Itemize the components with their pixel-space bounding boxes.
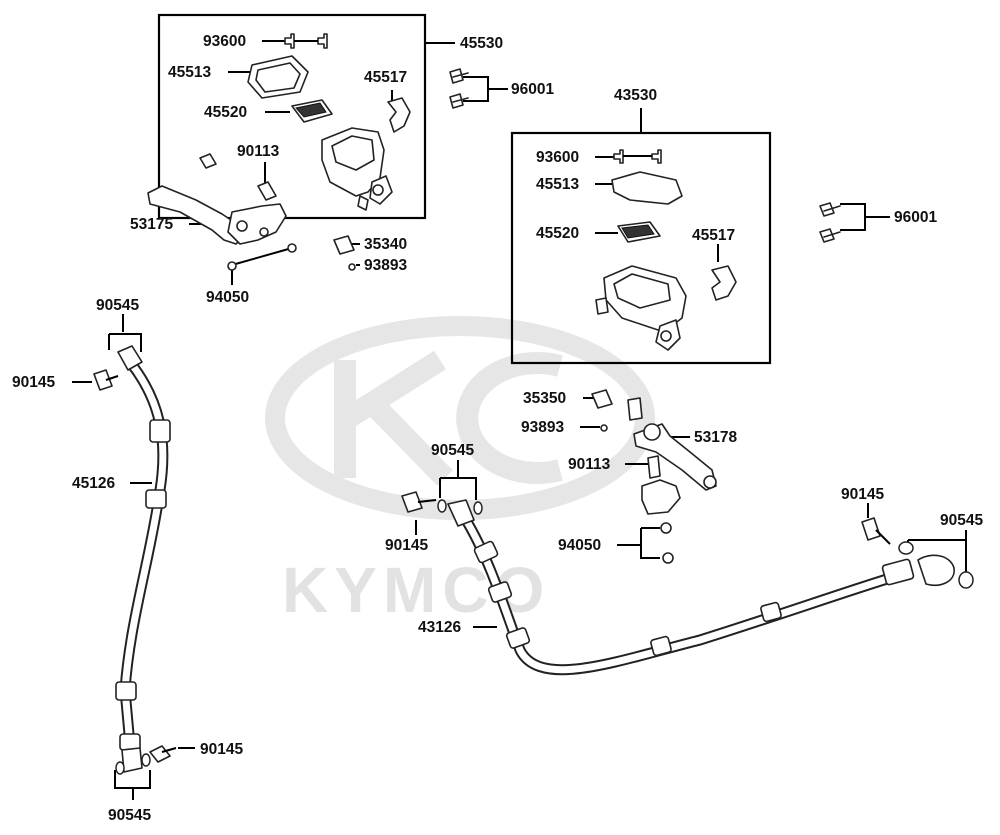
brake-lever-left [147,153,356,271]
callout-94050-a: 94050 [206,289,249,306]
callout-45530: 45530 [460,35,503,52]
callout-90145-d: 90145 [841,486,884,503]
callout-96001-b: 96001 [894,209,937,226]
callout-93600-a: 93600 [203,33,246,50]
callout-93893-a: 93893 [364,257,407,274]
brake-hose-left [93,345,177,775]
callout-90545-c: 90545 [431,442,474,459]
callout-45520-a: 45520 [204,104,247,121]
callout-45520-b: 45520 [536,225,579,242]
master-cylinder-assembly-left [247,33,469,211]
callout-90545-d: 90545 [940,512,983,529]
callout-90145-b: 90145 [200,741,243,758]
callout-93600-b: 93600 [536,149,579,166]
callout-90545-b: 90545 [108,807,151,824]
callout-90545-a: 90545 [96,297,139,314]
brake-hose-right [401,491,974,676]
callout-93893-b: 93893 [521,419,564,436]
callout-45126: 45126 [72,475,115,492]
callout-35350: 35350 [523,390,566,407]
callout-90145-c: 90145 [385,537,428,554]
callout-94050-b: 94050 [558,537,601,554]
callout-53178: 53178 [694,429,737,446]
master-cylinder-assembly-right [595,149,841,351]
callout-43126: 43126 [418,619,461,636]
callout-90145-a: 90145 [12,374,55,391]
callout-90113-b: 90113 [568,456,611,473]
callout-45513-a: 45513 [168,64,211,81]
callout-96001-a: 96001 [511,81,554,98]
assembly-box-45530 [157,13,427,220]
callout-labels: 45530 93600 45513 45520 45517 96001 9011… [12,33,983,824]
callout-43530: 43530 [614,87,657,104]
kymco-watermark: KYMCO [265,316,655,626]
leader-lines [72,40,967,800]
callout-53175: 53175 [130,216,173,233]
callout-45517-b: 45517 [692,227,735,244]
callout-90113-a: 90113 [237,143,280,160]
callout-45513-b: 45513 [536,176,579,193]
brake-lever-right [591,389,717,564]
callout-45517-a: 45517 [364,69,407,86]
callout-35340: 35340 [364,236,407,253]
